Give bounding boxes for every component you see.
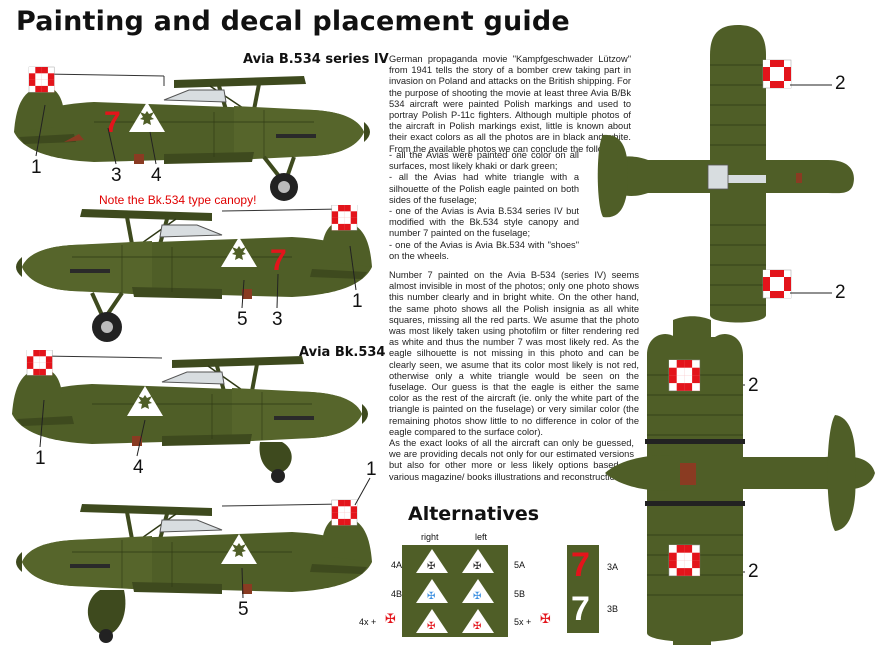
fuselage-number-red-2: 7 [270,244,287,277]
alt-4a: 4A [391,560,403,570]
callout-2c: 2 [748,375,759,396]
page-title: Painting and decal placement guide [16,6,570,37]
callout-2a: 2 [835,73,846,94]
bullet-1: - all the Avias were painted one color o… [389,150,579,172]
number-7-white: 7 [571,590,590,628]
svg-text:✠: ✠ [473,591,481,602]
bullet-2: - all the Avias had white triangle with … [389,172,579,205]
alt-5a: 5A [514,560,526,570]
red-eagle-icon-right: ✠ [540,612,551,627]
alt-3b: 3B [607,604,619,614]
plane-3-side-view [12,350,369,483]
svg-text:✠: ✠ [473,621,481,632]
top-view [597,25,854,323]
bullet-4: - one of the Avias is Avia Bk.534 with "… [389,239,579,261]
callout-4b: 4 [133,457,144,478]
number-decal-panel [567,545,599,633]
svg-text:✠: ✠ [427,621,435,632]
bottom-view [605,316,875,645]
red-eagle-icon-left: ✠ [385,612,396,627]
svg-text:✠: ✠ [427,591,435,602]
alt-5x: 5x + [514,617,532,627]
callout-1c: 1 [35,448,46,469]
plane-label-b534: Avia B.534 series IV [243,52,389,67]
alternatives-title: Alternatives [408,503,540,525]
callout-1: 1 [31,157,42,178]
alternatives-panel [402,545,508,637]
plane-1-side-view: 7 [14,66,371,201]
svg-text:✠: ✠ [473,561,481,572]
bullet-list: - all the Avias were painted one color o… [389,150,579,262]
callout-4: 4 [151,165,162,186]
alt-4b: 4B [391,589,403,599]
plane-2-side-view: 7 [15,205,373,342]
callout-1d: 1 [366,459,377,480]
callout-3: 3 [111,165,122,186]
callout-5b: 5 [238,599,249,620]
intro-paragraph: German propaganda movie "Kampfgeschwader… [389,54,631,154]
bullet-3: - one of the Avias is Avia B.534 series … [389,206,579,239]
canopy-note: Note the Bk.534 type canopy! [99,193,257,207]
callout-5: 5 [237,309,248,330]
callout-2b: 2 [835,282,846,303]
plane-label-bk534: Avia Bk.534 [299,345,386,360]
col-right-label: right [421,532,439,542]
number-7-red: 7 [571,546,590,584]
alternatives-triangles: ✠ ✠ ✠ ✠ ✠ ✠ [416,549,494,633]
paragraph-2: Number 7 painted on the Avia B-534 (seri… [389,270,639,437]
alt-4x: 4x + [359,617,377,627]
callout-2d: 2 [748,561,759,582]
alt-5b: 5B [514,589,526,599]
paragraph-3: As the exact looks of all the aircraft c… [389,438,634,482]
alt-3a: 3A [607,562,619,572]
callout-1b: 1 [352,291,363,312]
plane-4-side-view [15,499,373,643]
svg-text:✠: ✠ [427,561,435,572]
callout-3b: 3 [272,309,283,330]
col-left-label: left [475,532,488,542]
